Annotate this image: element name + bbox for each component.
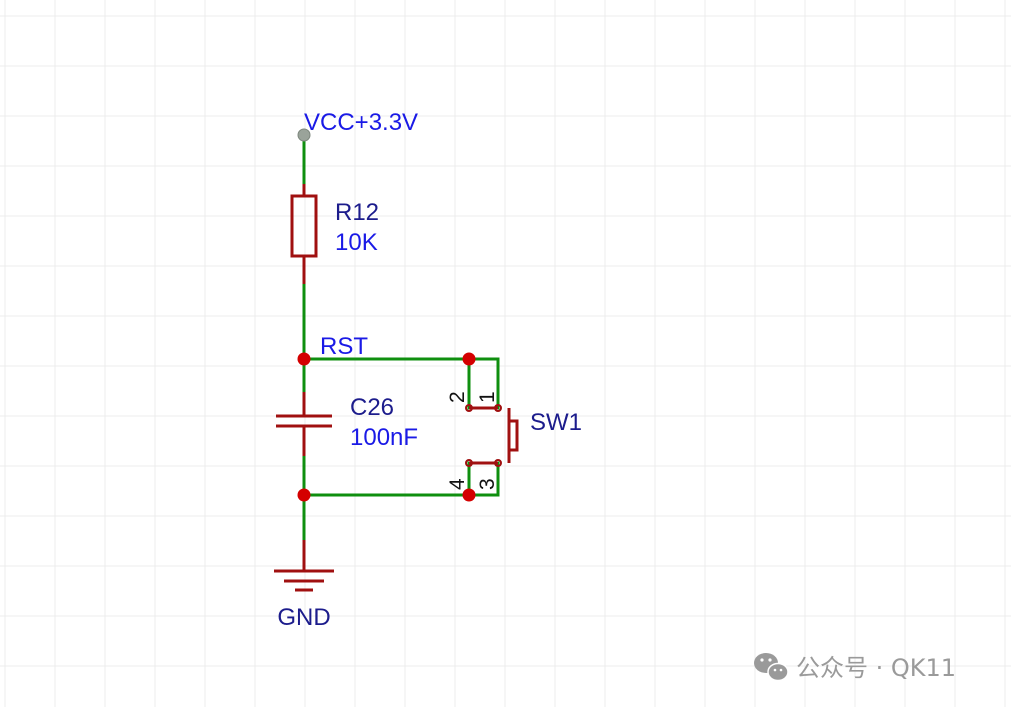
wechat-icon: [754, 653, 789, 682]
resistor-body: [290, 194, 318, 258]
junctions: [297, 352, 476, 502]
switch-pin-1-dot: [494, 404, 502, 412]
junction-gnd-left: [297, 488, 311, 502]
junction-rst-switch: [462, 352, 476, 366]
watermark: 公众号 · QK11: [754, 653, 956, 682]
switch-actuator: [507, 419, 519, 452]
switch-pin-label-1: 1: [476, 391, 499, 403]
power-port-vcc[interactable]: VCC+3.3V: [297, 109, 418, 142]
switch-sw1[interactable]: 1 2 3 4 SW1: [446, 391, 582, 490]
switch-pin-2-dot: [465, 404, 473, 412]
resistor-r12[interactable]: R12 10K: [290, 184, 379, 284]
resistor-value: 10K: [335, 229, 378, 256]
junction-rst-left: [297, 352, 311, 366]
net-label-rst: RST: [320, 333, 368, 360]
capacitor-designator: C26: [350, 394, 394, 421]
switch-pin-3-dot: [494, 459, 502, 467]
switch-pin-4-dot: [465, 459, 473, 467]
switch-pin-label-2: 2: [446, 391, 469, 403]
watermark-text: 公众号 · QK11: [796, 654, 956, 682]
switch-designator: SW1: [530, 409, 582, 436]
power-port-dot: [297, 128, 311, 142]
power-port-label: VCC+3.3V: [304, 109, 418, 136]
capacitor-c26[interactable]: C26 100nF: [276, 392, 418, 456]
capacitor-value: 100nF: [350, 424, 418, 451]
resistor-designator: R12: [335, 199, 379, 226]
ground-label: GND: [277, 604, 330, 631]
ground-symbol[interactable]: GND: [274, 540, 334, 631]
switch-pin-label-3: 3: [476, 478, 499, 490]
switch-pin-label-4: 4: [446, 478, 469, 490]
junction-gnd-switch: [462, 488, 476, 502]
